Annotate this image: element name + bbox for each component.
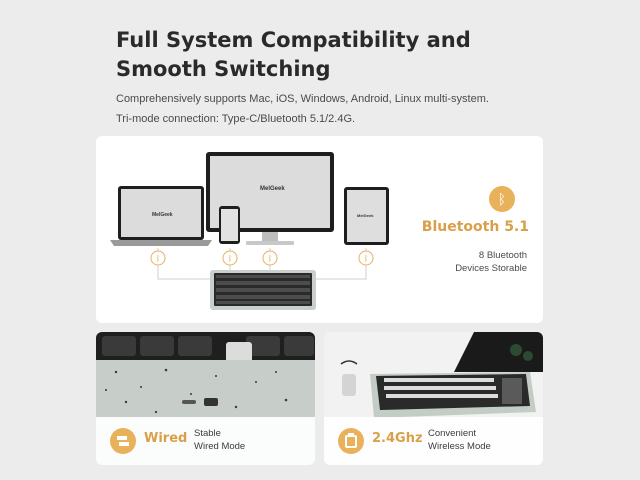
- usb-dongle-icon: [338, 428, 364, 454]
- keyboard-image: [210, 270, 316, 310]
- wireless-desc-line-2: Wireless Mode: [428, 441, 491, 452]
- wired-desc-line-2: Wired Mode: [194, 441, 246, 452]
- laptop-screen-logo: MelGeek: [152, 212, 173, 218]
- wired-title: Wired: [144, 431, 188, 446]
- bluetooth-desc-line-1: 8 Bluetooth: [478, 250, 527, 261]
- phone-image: [219, 206, 240, 244]
- wireless-mode-bar: 2.4Ghz Convenient Wireless Mode: [324, 417, 543, 465]
- bluetooth-title: Bluetooth 5.1: [421, 219, 529, 235]
- devices-illustration: ᛒ ᛒ ᛒ ᛒ: [110, 152, 389, 310]
- headline-line-2: Smooth Switching: [116, 57, 331, 81]
- monitor-screen-logo: MelGeek: [260, 186, 285, 192]
- wireless-mode-card: 2.4Ghz Convenient Wireless Mode: [324, 332, 543, 465]
- subtitle-line-1: Comprehensively supports Mac, iOS, Windo…: [116, 93, 489, 105]
- bluetooth-desc-line-2: Devices Storable: [455, 263, 527, 274]
- subtitle-line-2: Tri-mode connection: Type-C/Bluetooth 5.…: [116, 113, 356, 125]
- bluetooth-icon: ᛒ: [489, 186, 515, 212]
- svg-text:ᛒ: ᛒ: [156, 254, 161, 263]
- bluetooth-description: 8 Bluetooth Devices Storable: [455, 249, 527, 275]
- svg-text:ᛒ: ᛒ: [364, 254, 369, 263]
- laptop-image: [110, 186, 212, 246]
- wireless-desc-line-1: Convenient: [428, 428, 477, 439]
- wired-description: Stable Wired Mode: [194, 427, 245, 453]
- wireless-title: 2.4Ghz: [372, 431, 423, 446]
- tablet-screen-logo: MelGeek: [357, 213, 374, 218]
- usb-dongle-image: [340, 360, 358, 396]
- svg-text:ᛒ: ᛒ: [268, 254, 273, 263]
- bluetooth-dots: ᛒ ᛒ ᛒ ᛒ: [150, 250, 374, 266]
- wired-mode-card: Wired Stable Wired Mode: [96, 332, 315, 465]
- wired-desc-line-1: Stable: [194, 428, 221, 439]
- tablet-image: [344, 187, 389, 245]
- wireless-description: Convenient Wireless Mode: [428, 427, 491, 453]
- wired-mode-bar: Wired Stable Wired Mode: [96, 417, 315, 465]
- wireless-keyboard-image: [370, 372, 536, 418]
- headline: Full System Compatibility and Smooth Swi…: [116, 26, 536, 84]
- compatibility-card: ᛒ ᛒ ᛒ ᛒ MelGeek MelGeek MelGeek ᛒ Blueto…: [96, 136, 543, 323]
- usb-cable-icon: [110, 428, 136, 454]
- svg-text:ᛒ: ᛒ: [228, 254, 233, 263]
- headline-line-1: Full System Compatibility and: [116, 28, 471, 52]
